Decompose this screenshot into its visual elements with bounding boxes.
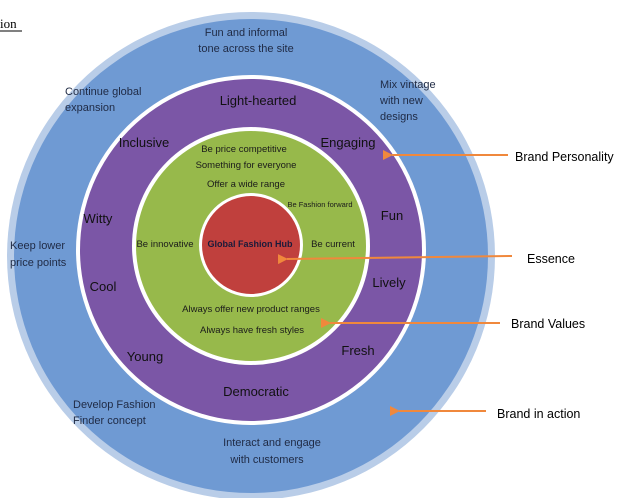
personality-engaging: Engaging	[321, 135, 376, 150]
callout-brand-in-action: Brand in action	[497, 407, 580, 421]
core-label: Global Fashion Hub	[208, 239, 294, 249]
value-wide-range: Offer a wide range	[207, 179, 285, 190]
personality-light-hearted: Light-hearted	[220, 93, 297, 108]
value-fresh-styles: Always have fresh styles	[200, 325, 304, 336]
value-something-for-everyone: Something for everyone	[196, 160, 297, 171]
outer-top-right-line1: Mix vintage	[380, 79, 436, 91]
outer-bottom-line2: with customers	[229, 454, 304, 466]
outer-left-line1: Keep lower	[10, 240, 65, 252]
callout-brand-values: Brand Values	[511, 317, 585, 331]
outer-top-line2: tone across the site	[198, 43, 293, 55]
title-fragment: ion	[0, 16, 17, 31]
callout-brand-personality: Brand Personality	[515, 150, 614, 164]
outer-top-right-line3: designs	[380, 111, 418, 123]
value-current: Be current	[311, 239, 355, 250]
outer-bottom-left-line1: Develop Fashion	[73, 399, 156, 411]
personality-witty: Witty	[84, 211, 113, 226]
arrow-essence	[277, 254, 513, 265]
personality-inclusive: Inclusive	[119, 135, 170, 150]
personality-fun: Fun	[381, 208, 403, 223]
outer-top-right-line2: with new	[379, 95, 423, 107]
personality-democratic: Democratic	[223, 384, 289, 399]
outer-bottom-left-line2: Finder concept	[73, 415, 146, 427]
outer-top-line1: Fun and informal	[205, 27, 288, 39]
outer-top-left-line2: expansion	[65, 102, 115, 114]
personality-young: Young	[127, 349, 163, 364]
personality-cool: Cool	[90, 279, 117, 294]
value-price-competitive: Be price competitive	[201, 144, 287, 155]
value-new-product-ranges: Always offer new product ranges	[182, 304, 320, 315]
outer-bottom-line1: Interact and engage	[223, 437, 321, 449]
outer-left-line2: price points	[10, 257, 67, 269]
value-fashion-forward: Be Fashion forward	[287, 200, 352, 209]
callout-essence: Essence	[527, 252, 575, 266]
outer-top-left-line1: Continue global	[65, 86, 141, 98]
value-innovative: Be innovative	[136, 239, 193, 250]
personality-fresh: Fresh	[341, 343, 374, 358]
core-circle	[202, 196, 300, 294]
personality-lively: Lively	[372, 275, 406, 290]
